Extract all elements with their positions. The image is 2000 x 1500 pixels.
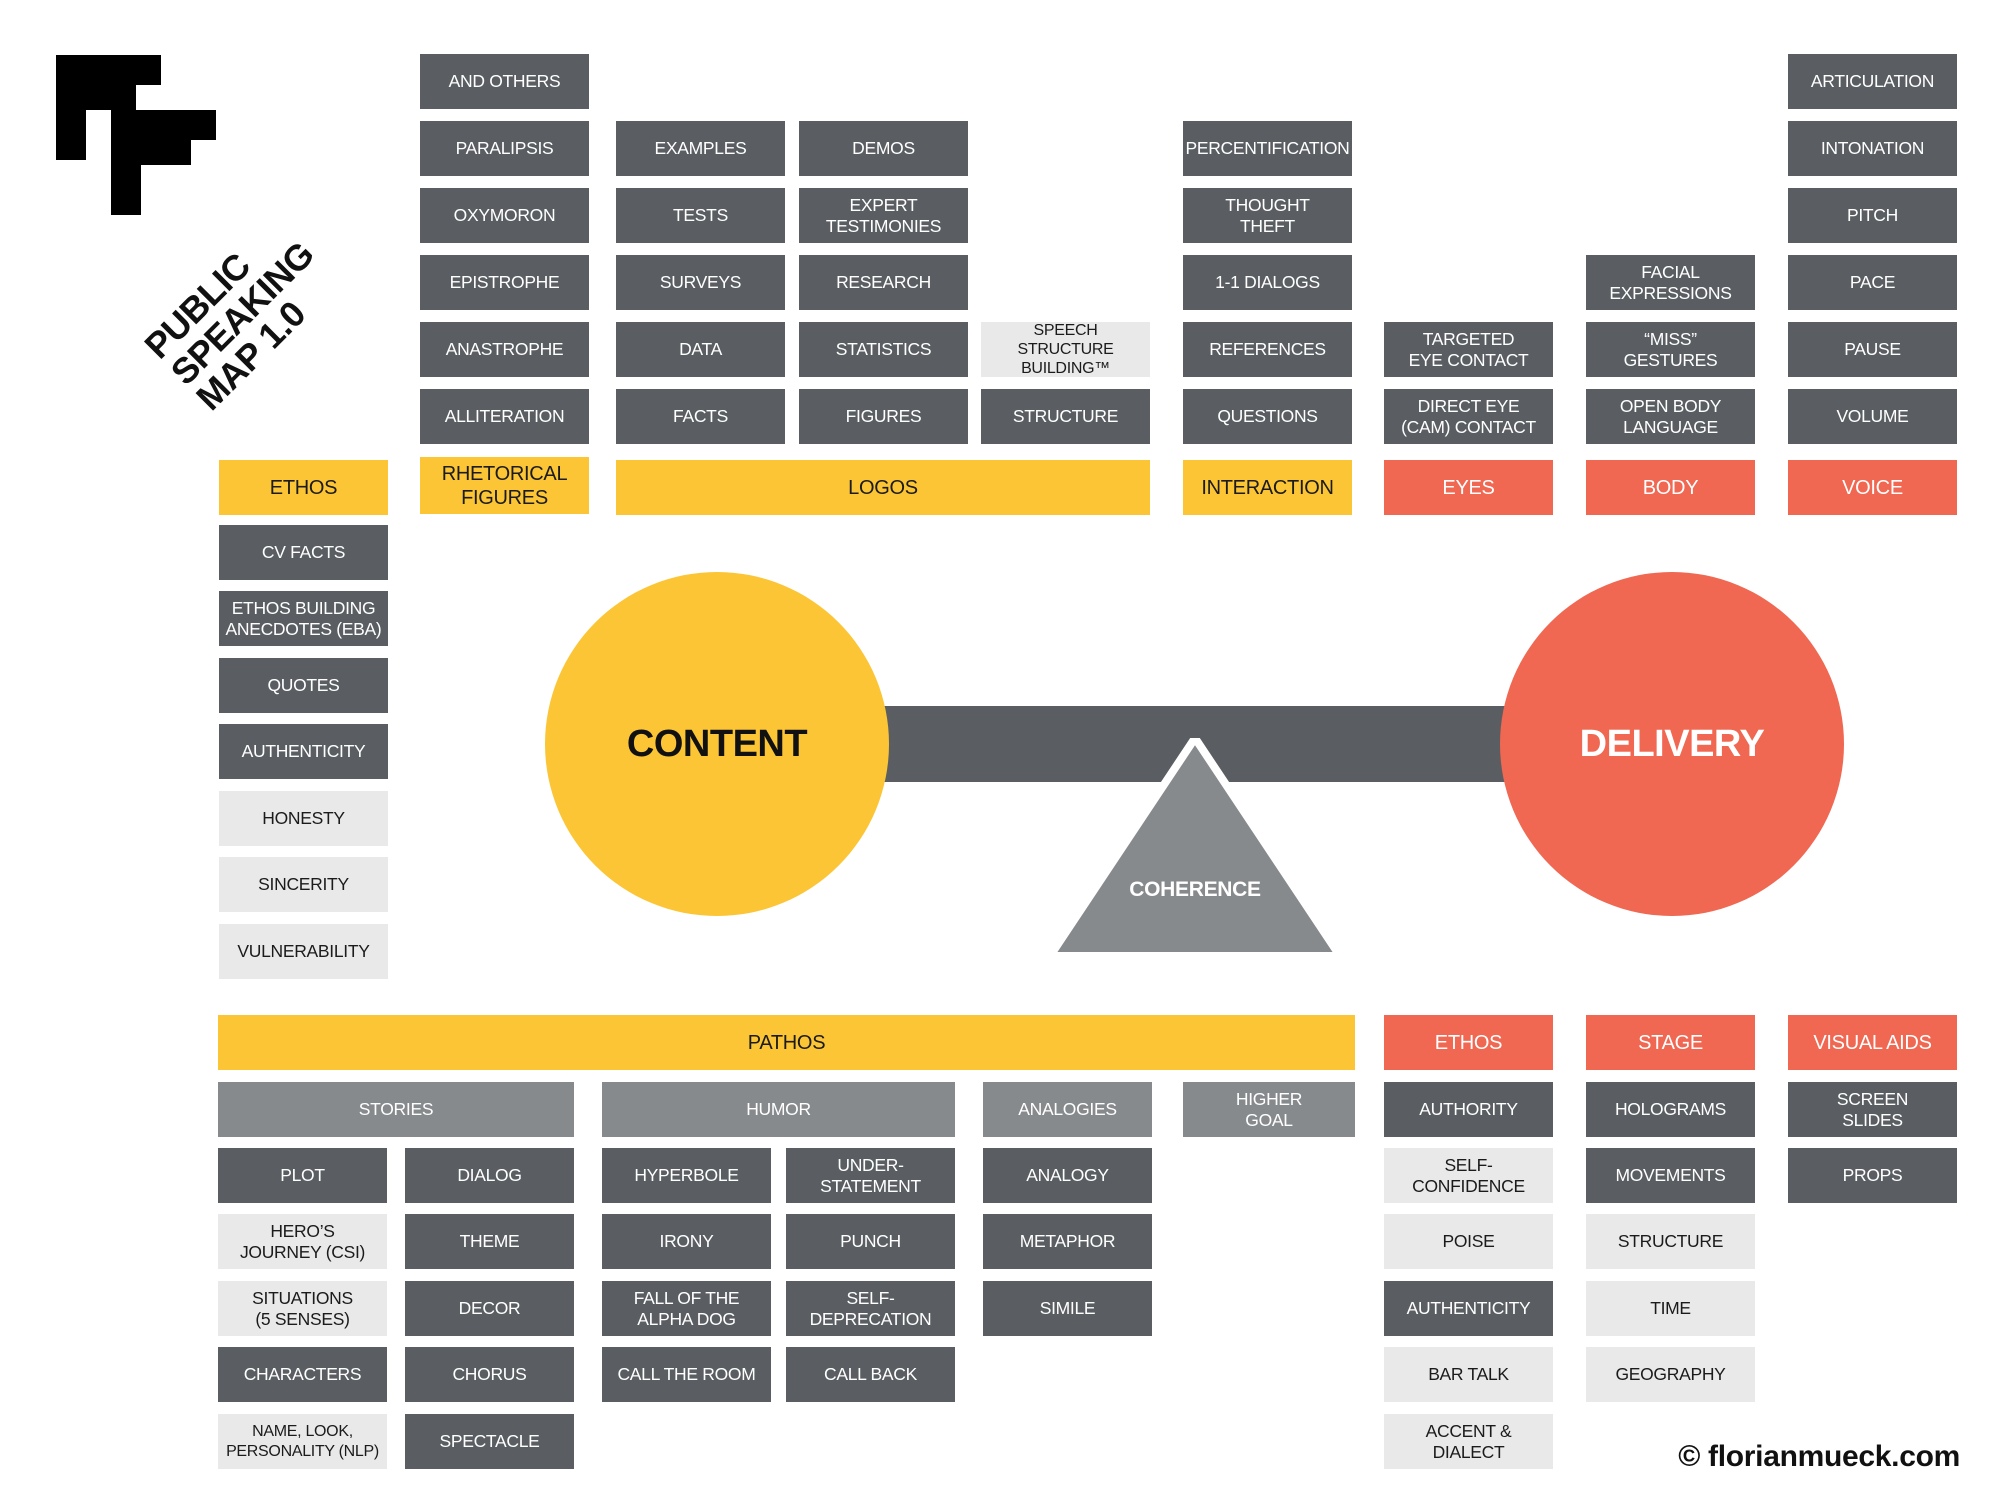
logos-item: FACTS [616, 389, 785, 444]
stage-header: STAGE [1586, 1015, 1755, 1070]
interaction-item: THOUGHT THEFT [1183, 188, 1352, 243]
analogies-item: ANALOGY [983, 1148, 1152, 1203]
stage-item: STRUCTURE [1586, 1214, 1755, 1269]
delivery-ethos-item: POISE [1384, 1214, 1553, 1269]
stage-item: TIME [1586, 1281, 1755, 1336]
voice-item: PAUSE [1788, 322, 1957, 377]
stories-item: HERO’S JOURNEY (CSI) [218, 1214, 387, 1269]
eyes-item: DIRECT EYE (CAM) CONTACT [1384, 389, 1553, 444]
logos-item: TESTS [616, 188, 785, 243]
stories-item: DIALOG [405, 1148, 574, 1203]
delivery-ethos-header: ETHOS [1384, 1015, 1553, 1070]
logos-item: EXAMPLES [616, 121, 785, 176]
body-item: OPEN BODY LANGUAGE [1586, 389, 1755, 444]
humor-item: FALL OF THE ALPHA DOG [602, 1281, 771, 1336]
stories-item: SPECTACLE [405, 1414, 574, 1469]
stories-item: SITUATIONS (5 SENSES) [218, 1281, 387, 1336]
body-item: FACIAL EXPRESSIONS [1586, 255, 1755, 310]
rhetorical-item: ALLITERATION [420, 389, 589, 444]
rhetorical-item: OXYMORON [420, 188, 589, 243]
rhetorical-item: PARALIPSIS [420, 121, 589, 176]
logos-item: EXPERT TESTIMONIES [799, 188, 968, 243]
delivery-ethos-item: SELF- CONFIDENCE [1384, 1148, 1553, 1203]
voice-item: ARTICULATION [1788, 54, 1957, 109]
stories-item: CHARACTERS [218, 1347, 387, 1402]
content-circle: CONTENT [545, 572, 889, 916]
humor-item: PUNCH [786, 1214, 955, 1269]
logos-item: STATISTICS [799, 322, 968, 377]
stories-item: DECOR [405, 1281, 574, 1336]
logos-item: DEMOS [799, 121, 968, 176]
delivery-circle: DELIVERY [1500, 572, 1844, 916]
voice-item: PITCH [1788, 188, 1957, 243]
analogies-item: METAPHOR [983, 1214, 1152, 1269]
rhetorical-item: AND OTHERS [420, 54, 589, 109]
interaction-item: PERCENTIFICATION [1183, 121, 1352, 176]
eyes-header: EYES [1384, 460, 1553, 515]
voice-header: VOICE [1788, 460, 1957, 515]
visual-aids-header: VISUAL AIDS [1788, 1015, 1957, 1070]
ethos-item: ETHOS BUILDING ANECDOTES (EBA) [219, 591, 388, 646]
pathos-header: PATHOS [218, 1015, 1355, 1070]
stage-item: GEOGRAPHY [1586, 1347, 1755, 1402]
visual-aids-item: SCREEN SLIDES [1788, 1082, 1957, 1137]
stage-item: MOVEMENTS [1586, 1148, 1755, 1203]
copyright-text: © florianmueck.com [1678, 1440, 1960, 1473]
delivery-ethos-item: ACCENT & DIALECT [1384, 1414, 1553, 1469]
logos-item: FIGURES [799, 389, 968, 444]
voice-item: VOLUME [1788, 389, 1957, 444]
ethos-item: QUOTES [219, 658, 388, 713]
interaction-header: INTERACTION [1183, 460, 1352, 515]
higher-goal-header: HIGHER GOAL [1183, 1082, 1355, 1137]
logos-item: SURVEYS [616, 255, 785, 310]
florian-mueck-logo-icon [56, 55, 216, 215]
humor-item: HYPERBOLE [602, 1148, 771, 1203]
eyes-item: TARGETED EYE CONTACT [1384, 322, 1553, 377]
stories-item: CHORUS [405, 1347, 574, 1402]
ethos-item: AUTHENTICITY [219, 724, 388, 779]
stage-item: HOLOGRAMS [1586, 1082, 1755, 1137]
interaction-item: 1-1 DIALOGS [1183, 255, 1352, 310]
visual-aids-item: PROPS [1788, 1148, 1957, 1203]
body-header: BODY [1586, 460, 1755, 515]
voice-item: PACE [1788, 255, 1957, 310]
coherence-label: COHERENCE [1129, 878, 1261, 901]
rhetorical-item: ANASTROPHE [420, 322, 589, 377]
logos-item: RESEARCH [799, 255, 968, 310]
humor-header: HUMOR [602, 1082, 955, 1137]
ethos-item: SINCERITY [219, 857, 388, 912]
ethos-item: VULNERABILITY [219, 924, 388, 979]
ethos-header: ETHOS [219, 460, 388, 515]
humor-item: UNDER- STATEMENT [786, 1148, 955, 1203]
logos-header: LOGOS [616, 460, 1150, 515]
logos-item: SPEECH STRUCTURE BUILDING™ [981, 322, 1150, 377]
humor-item: CALL THE ROOM [602, 1347, 771, 1402]
voice-item: INTONATION [1788, 121, 1957, 176]
stories-item: NAME, LOOK, PERSONALITY (NLP) [218, 1414, 387, 1469]
ethos-item: CV FACTS [219, 525, 388, 580]
humor-item: IRONY [602, 1214, 771, 1269]
humor-item: CALL BACK [786, 1347, 955, 1402]
stories-item: PLOT [218, 1148, 387, 1203]
interaction-item: REFERENCES [1183, 322, 1352, 377]
rhetorical-figures-header: RHETORICAL FIGURES [420, 457, 589, 514]
humor-item: SELF- DEPRECATION [786, 1281, 955, 1336]
interaction-item: QUESTIONS [1183, 389, 1352, 444]
body-item: “MISS” GESTURES [1586, 322, 1755, 377]
stories-item: THEME [405, 1214, 574, 1269]
analogies-header: ANALOGIES [983, 1082, 1152, 1137]
analogies-item: SIMILE [983, 1281, 1152, 1336]
ethos-item: HONESTY [219, 791, 388, 846]
stories-header: STORIES [218, 1082, 574, 1137]
logos-item: DATA [616, 322, 785, 377]
delivery-ethos-item: BAR TALK [1384, 1347, 1553, 1402]
logos-item: STRUCTURE [981, 389, 1150, 444]
rhetorical-item: EPISTROPHE [420, 255, 589, 310]
coherence-triangle-icon [1050, 738, 1340, 956]
delivery-ethos-item: AUTHORITY [1384, 1082, 1553, 1137]
delivery-ethos-item: AUTHENTICITY [1384, 1281, 1553, 1336]
